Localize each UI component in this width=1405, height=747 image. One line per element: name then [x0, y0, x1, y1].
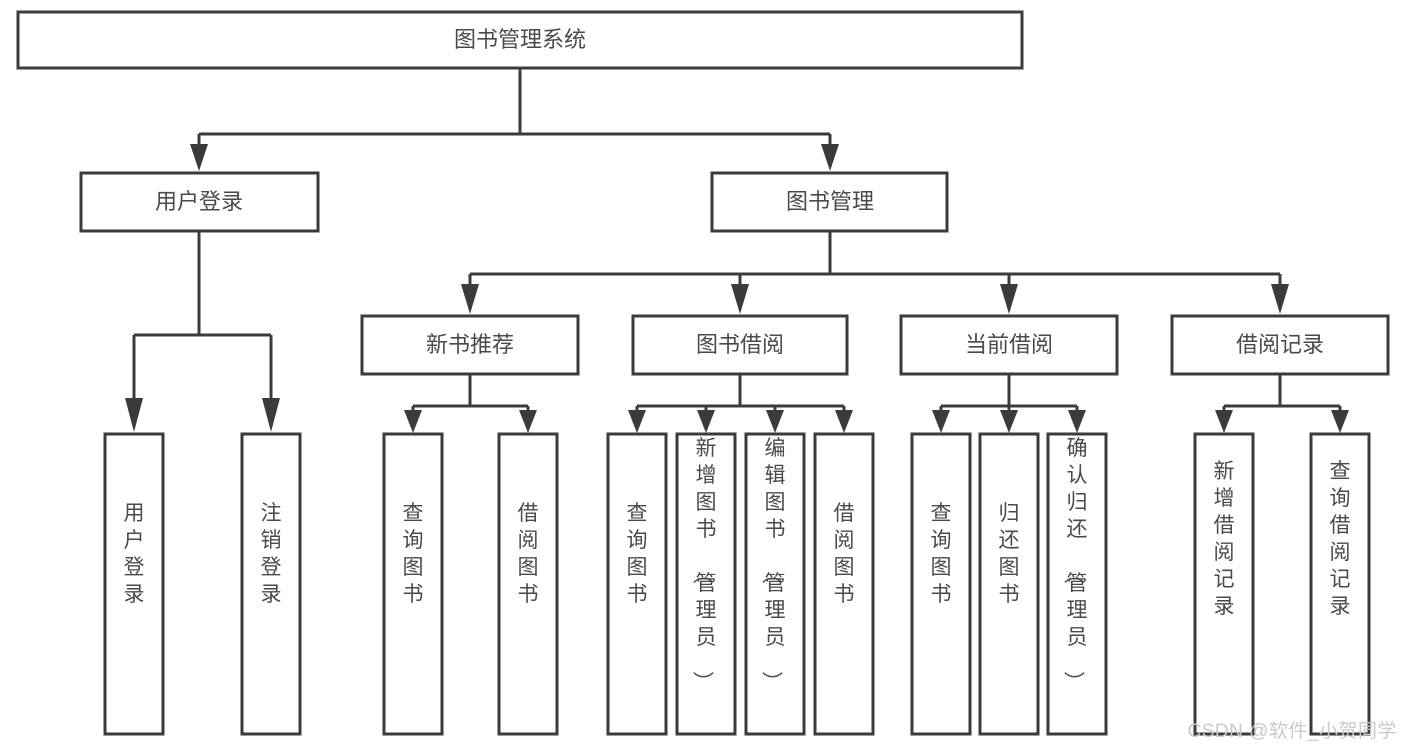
arrow-head-nb-2: [519, 410, 537, 433]
leaf-new-book-1-box[interactable]: [382, 432, 444, 736]
arrow-head-bb-4: [835, 410, 853, 433]
leaf-book-borrow-1[interactable]: 查询图书: [606, 432, 668, 736]
connector-group-user-login: [125, 231, 280, 432]
arrow-head-bb-1: [628, 410, 646, 433]
leaf-new-book-2[interactable]: 借阅图书: [497, 432, 559, 736]
node-book-borrow-box[interactable]: [631, 314, 849, 376]
leaf-book-borrow-1-box[interactable]: [606, 432, 668, 736]
node-new-book-recommend-label: 新书推荐: [426, 332, 514, 357]
arrow-head-bb-2: [697, 410, 715, 433]
leaf-user-login-1-box[interactable]: [103, 432, 165, 736]
arrow-head-cb-2: [1000, 410, 1018, 433]
leaf-borrow-record-2[interactable]: 查询借阅记录: [1309, 432, 1371, 736]
leaf-user-login-2-box[interactable]: [240, 432, 302, 736]
leaf-current-borrow-3[interactable]: 确认归还（管理员）: [1046, 432, 1108, 736]
node-book-management-label: 图书管理: [786, 189, 874, 214]
arrow-head-bb-3: [766, 410, 784, 433]
leaf-user-login-2[interactable]: 注销登录: [240, 432, 302, 736]
leaf-user-login-1-label: 用户登录: [124, 502, 145, 606]
leaf-new-book-1-label: 查询图书: [403, 502, 424, 606]
node-borrow-record-box[interactable]: [1170, 314, 1390, 376]
leaf-current-borrow-1-label: 查询图书: [931, 502, 952, 606]
node-borrow-record[interactable]: 借阅记录: [1170, 314, 1390, 376]
leaf-current-borrow-2[interactable]: 归还图书: [978, 432, 1040, 736]
leaf-book-borrow-3-box[interactable]: [744, 432, 806, 736]
leaf-book-borrow-3-label: 编辑图书（管理员）: [760, 437, 786, 692]
node-user-login-box[interactable]: [79, 171, 320, 233]
leaf-book-borrow-4[interactable]: 借阅图书: [813, 432, 875, 736]
leaf-current-borrow-2-box[interactable]: [978, 432, 1040, 736]
leaf-borrow-record-1-label: 新增借阅记录: [1214, 460, 1235, 618]
connector-group-book-borrow: [628, 374, 853, 433]
arrow-head-book-borrow: [731, 284, 749, 314]
arrow-head-cb-3: [1068, 410, 1086, 433]
leaf-current-borrow-1[interactable]: 查询图书: [910, 432, 972, 736]
arrow-head-br-2: [1331, 410, 1349, 433]
connector-group-current-borrow: [932, 374, 1086, 433]
connector-group-book-mgmt: [461, 231, 1289, 314]
arrow-head-user-login: [190, 144, 208, 171]
leaf-current-borrow-3-box[interactable]: [1046, 432, 1108, 736]
leaf-book-borrow-4-box[interactable]: [813, 432, 875, 736]
leaf-user-login-1[interactable]: 用户登录: [103, 432, 165, 736]
leaf-book-borrow-2[interactable]: 新增图书（管理员）: [675, 432, 737, 736]
node-root-box[interactable]: [16, 10, 1024, 70]
arrow-head-cb-1: [932, 410, 950, 433]
node-current-borrow-box[interactable]: [899, 314, 1119, 376]
arrow-head-nb-1: [404, 410, 422, 433]
arrow-head-current-borrow: [1000, 284, 1018, 314]
leaf-borrow-record-1-box[interactable]: [1193, 432, 1255, 736]
node-current-borrow-label: 当前借阅: [965, 332, 1053, 357]
connector-group-borrow-record: [1215, 374, 1349, 433]
node-root[interactable]: 图书管理系统: [16, 10, 1024, 70]
leaf-user-login-2-label: 注销登录: [261, 502, 282, 606]
leaf-borrow-record-2-label: 查询借阅记录: [1330, 460, 1351, 618]
arrow-head-br-1: [1215, 410, 1233, 433]
node-user-login[interactable]: 用户登录: [79, 171, 320, 233]
node-new-book-recommend-box[interactable]: [360, 314, 580, 376]
node-borrow-record-label: 借阅记录: [1236, 332, 1324, 357]
node-book-borrow-label: 图书借阅: [696, 332, 784, 357]
node-book-management-box[interactable]: [710, 171, 949, 233]
leaf-book-borrow-3[interactable]: 编辑图书（管理员）: [744, 432, 806, 736]
leaf-current-borrow-3-label: 确认归还（管理员）: [1062, 437, 1088, 692]
leaf-book-borrow-4-label: 借阅图书: [834, 502, 855, 606]
leaf-book-borrow-2-label: 新增图书（管理员）: [691, 437, 717, 692]
leaf-new-book-2-label: 借阅图书: [518, 502, 539, 606]
leaf-new-book-2-box[interactable]: [497, 432, 559, 736]
arrow-head-ul-1: [125, 398, 143, 432]
leaf-new-book-1[interactable]: 查询图书: [382, 432, 444, 736]
leaf-current-borrow-1-box[interactable]: [910, 432, 972, 736]
leaf-borrow-record-2-box[interactable]: [1309, 432, 1371, 736]
leaf-borrow-record-1[interactable]: 新增借阅记录: [1193, 432, 1255, 736]
node-user-login-label: 用户登录: [155, 189, 243, 214]
connector-group-new-book: [404, 374, 537, 433]
leaf-book-borrow-1-label: 查询图书: [627, 502, 648, 606]
leaf-current-borrow-2-label: 归还图书: [999, 502, 1020, 606]
node-root-label: 图书管理系统: [454, 27, 586, 52]
node-book-borrow[interactable]: 图书借阅: [631, 314, 849, 376]
arrow-head-book-mgmt: [821, 144, 839, 171]
arrow-head-new-book: [461, 284, 479, 314]
connector-group-root: [190, 68, 839, 171]
arrow-head-borrow-record: [1271, 284, 1289, 314]
node-current-borrow[interactable]: 当前借阅: [899, 314, 1119, 376]
node-book-management[interactable]: 图书管理: [710, 171, 949, 233]
arrow-head-ul-2: [262, 398, 280, 432]
leaf-book-borrow-2-box[interactable]: [675, 432, 737, 736]
node-new-book-recommend[interactable]: 新书推荐: [360, 314, 580, 376]
